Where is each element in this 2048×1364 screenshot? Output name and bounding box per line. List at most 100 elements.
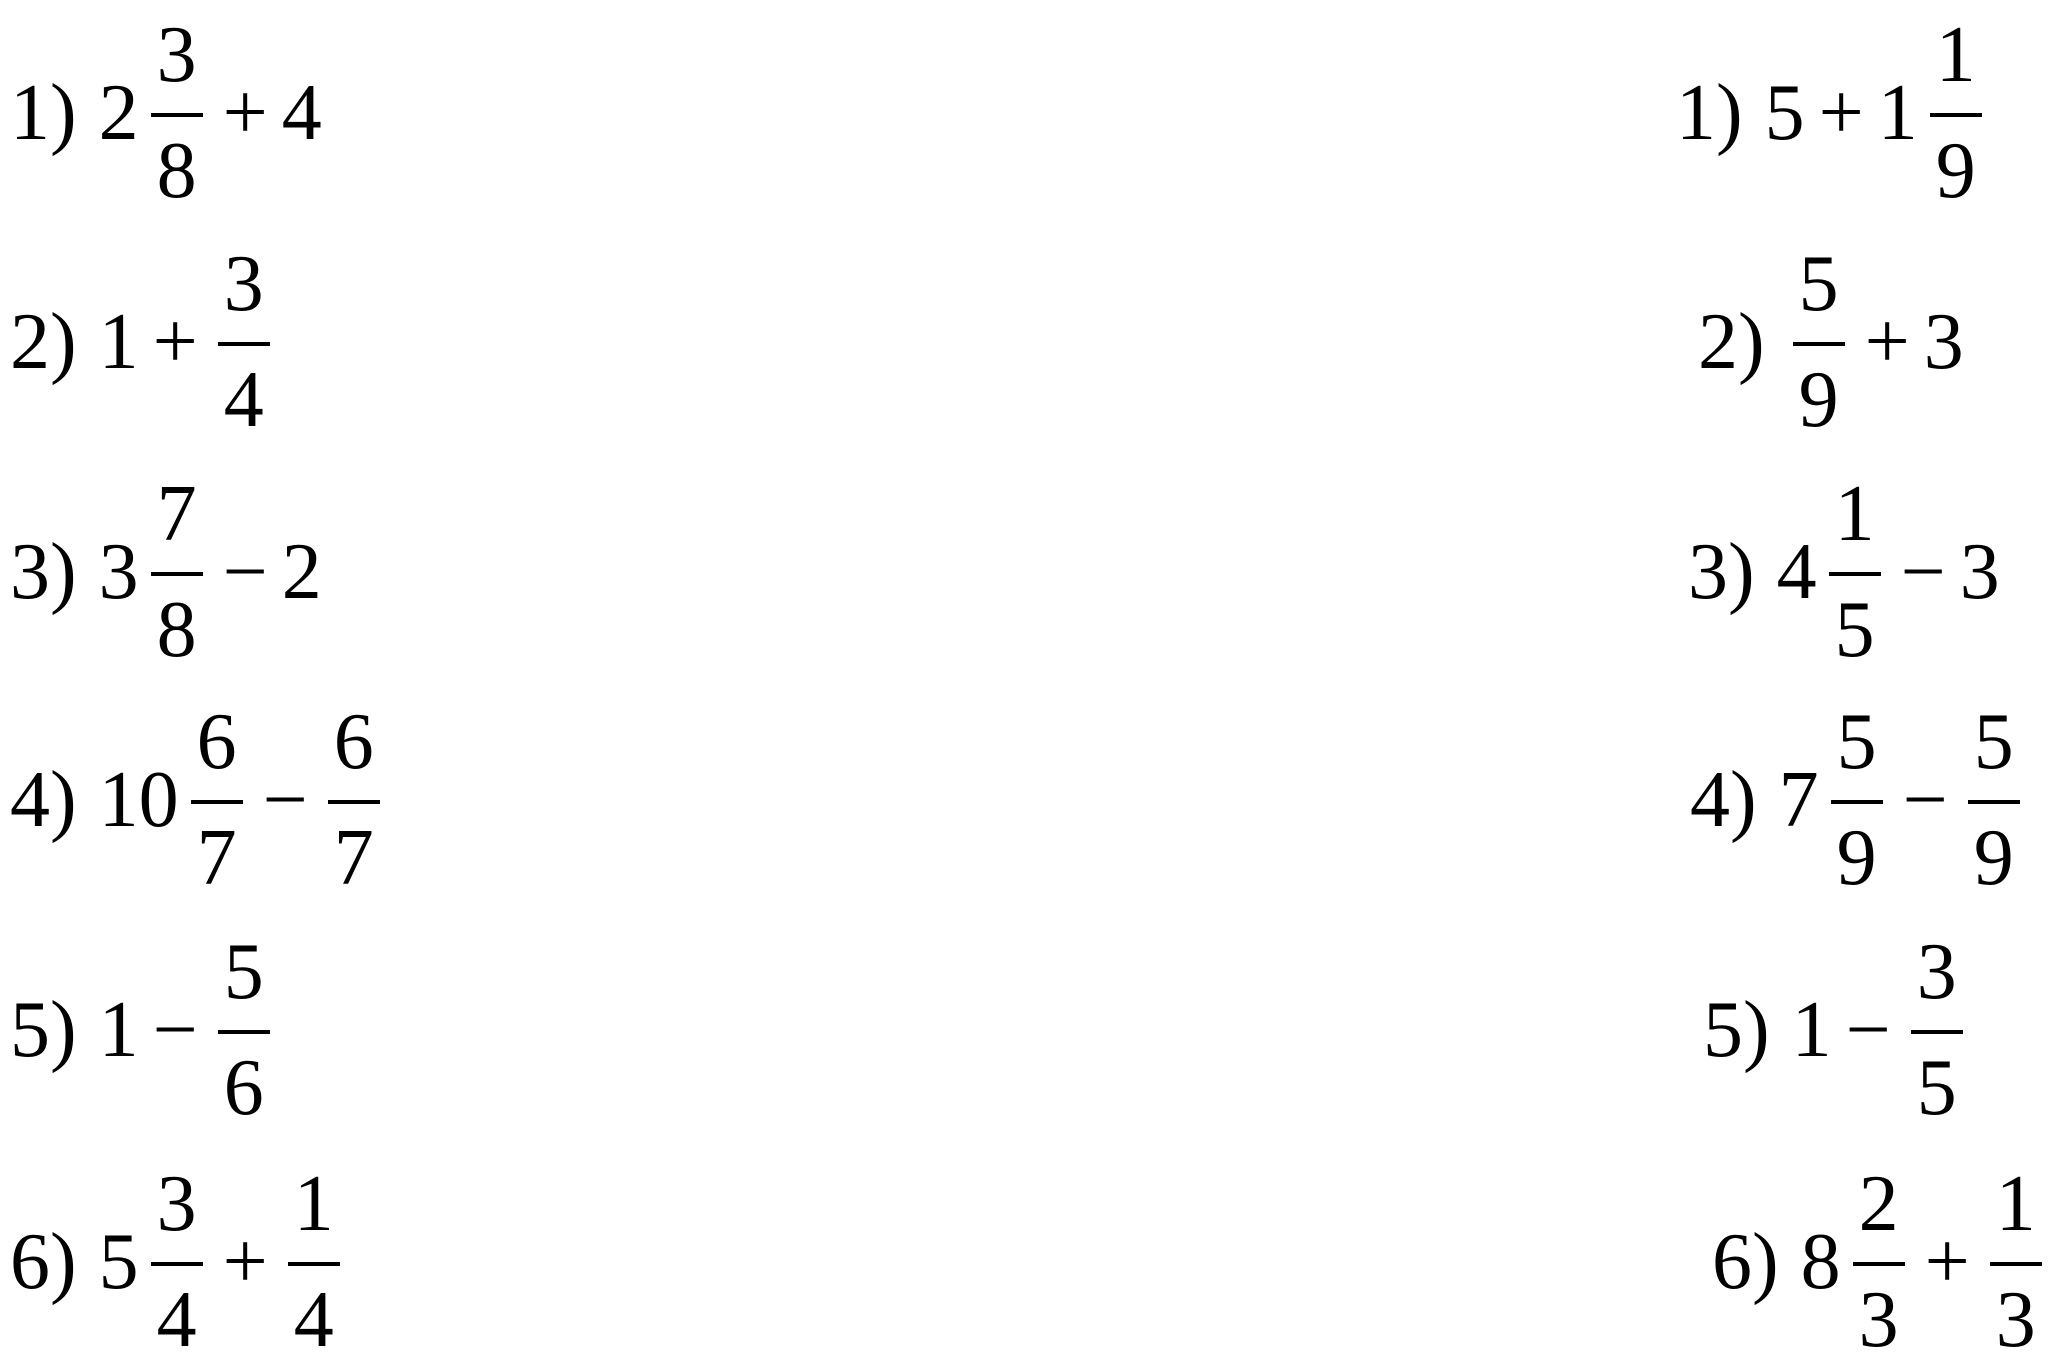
term-numerator: 5 — [223, 928, 264, 1016]
mixed-numerator: 3 — [156, 1160, 197, 1248]
term-fraction-bar — [1989, 1262, 2042, 1266]
problem-number-label: 5) — [10, 986, 77, 1074]
mixed-numerator: 1 — [1834, 470, 1875, 558]
mixed-fraction-bar — [1852, 1262, 1905, 1266]
term-numerator: 3 — [1916, 928, 1957, 1016]
mixed-numerator: 5 — [1836, 698, 1877, 786]
integer-term: 1 — [1791, 986, 1832, 1074]
problem-number-label: 6) — [10, 1218, 77, 1306]
mixed-denominator: 4 — [156, 1276, 197, 1364]
problem-number-label: 3) — [10, 528, 77, 616]
mixed-whole-part: 1 — [1877, 69, 1918, 157]
mixed-fraction-bar — [150, 572, 203, 576]
operator: + — [222, 69, 268, 157]
integer-term: 3 — [1959, 528, 2000, 616]
mixed-denominator: 8 — [156, 586, 197, 674]
term-fraction-bar — [217, 1030, 270, 1034]
mixed-denominator: 5 — [1834, 586, 1875, 674]
problem-number-label: 4) — [10, 756, 77, 844]
integer-term: 4 — [281, 69, 322, 157]
integer-term: 2 — [281, 528, 322, 616]
mixed-whole-part: 8 — [1800, 1218, 1841, 1306]
operator: − — [152, 986, 198, 1074]
mixed-fraction-bar — [1929, 113, 1982, 117]
integer-term: 3 — [1923, 298, 1964, 386]
integer-term: 5 — [1764, 69, 1805, 157]
mixed-numerator: 6 — [196, 698, 237, 786]
problem-number-label: 2) — [1698, 298, 1765, 386]
mixed-whole-part: 3 — [98, 528, 139, 616]
term-numerator: 3 — [223, 240, 264, 328]
operator: + — [152, 298, 198, 386]
operator: − — [1902, 756, 1948, 844]
mixed-fraction-bar — [1830, 800, 1883, 804]
term-denominator: 7 — [333, 814, 374, 902]
mixed-whole-part: 10 — [98, 756, 179, 844]
mixed-whole-part: 4 — [1776, 528, 1817, 616]
mixed-numerator: 2 — [1858, 1160, 1899, 1248]
term-numerator: 5 — [1973, 698, 2014, 786]
mixed-denominator: 9 — [1935, 127, 1976, 215]
mixed-denominator: 3 — [1858, 1276, 1899, 1364]
mixed-whole-part: 5 — [98, 1218, 139, 1306]
problem-number-label: 3) — [1688, 528, 1755, 616]
mixed-fraction-bar — [150, 113, 203, 117]
operator: − — [1900, 528, 1946, 616]
problem-number-label: 2) — [10, 298, 77, 386]
term-denominator: 4 — [293, 1276, 334, 1364]
term-numerator: 5 — [1798, 240, 1839, 328]
mixed-whole-part: 7 — [1778, 756, 1819, 844]
term-denominator: 5 — [1916, 1044, 1957, 1132]
mixed-whole-part: 2 — [98, 69, 139, 157]
term-denominator: 4 — [223, 356, 264, 444]
term-numerator: 1 — [1995, 1160, 2036, 1248]
mixed-denominator: 8 — [156, 127, 197, 215]
term-denominator: 9 — [1973, 814, 2014, 902]
integer-term: 1 — [98, 298, 139, 386]
mixed-denominator: 7 — [196, 814, 237, 902]
term-fraction-bar — [1967, 800, 2020, 804]
mixed-fraction-bar — [1828, 572, 1881, 576]
mixed-fraction-bar — [190, 800, 243, 804]
term-fraction-bar — [327, 800, 380, 804]
mixed-fraction-bar — [150, 1262, 203, 1266]
term-fraction-bar — [1910, 1030, 1963, 1034]
problem-number-label: 1) — [10, 69, 77, 157]
term-fraction-bar — [217, 342, 270, 346]
operator: + — [1924, 1218, 1970, 1306]
mixed-numerator: 1 — [1935, 11, 1976, 99]
problem-number-label: 6) — [1712, 1218, 1779, 1306]
term-fraction-bar — [287, 1262, 340, 1266]
